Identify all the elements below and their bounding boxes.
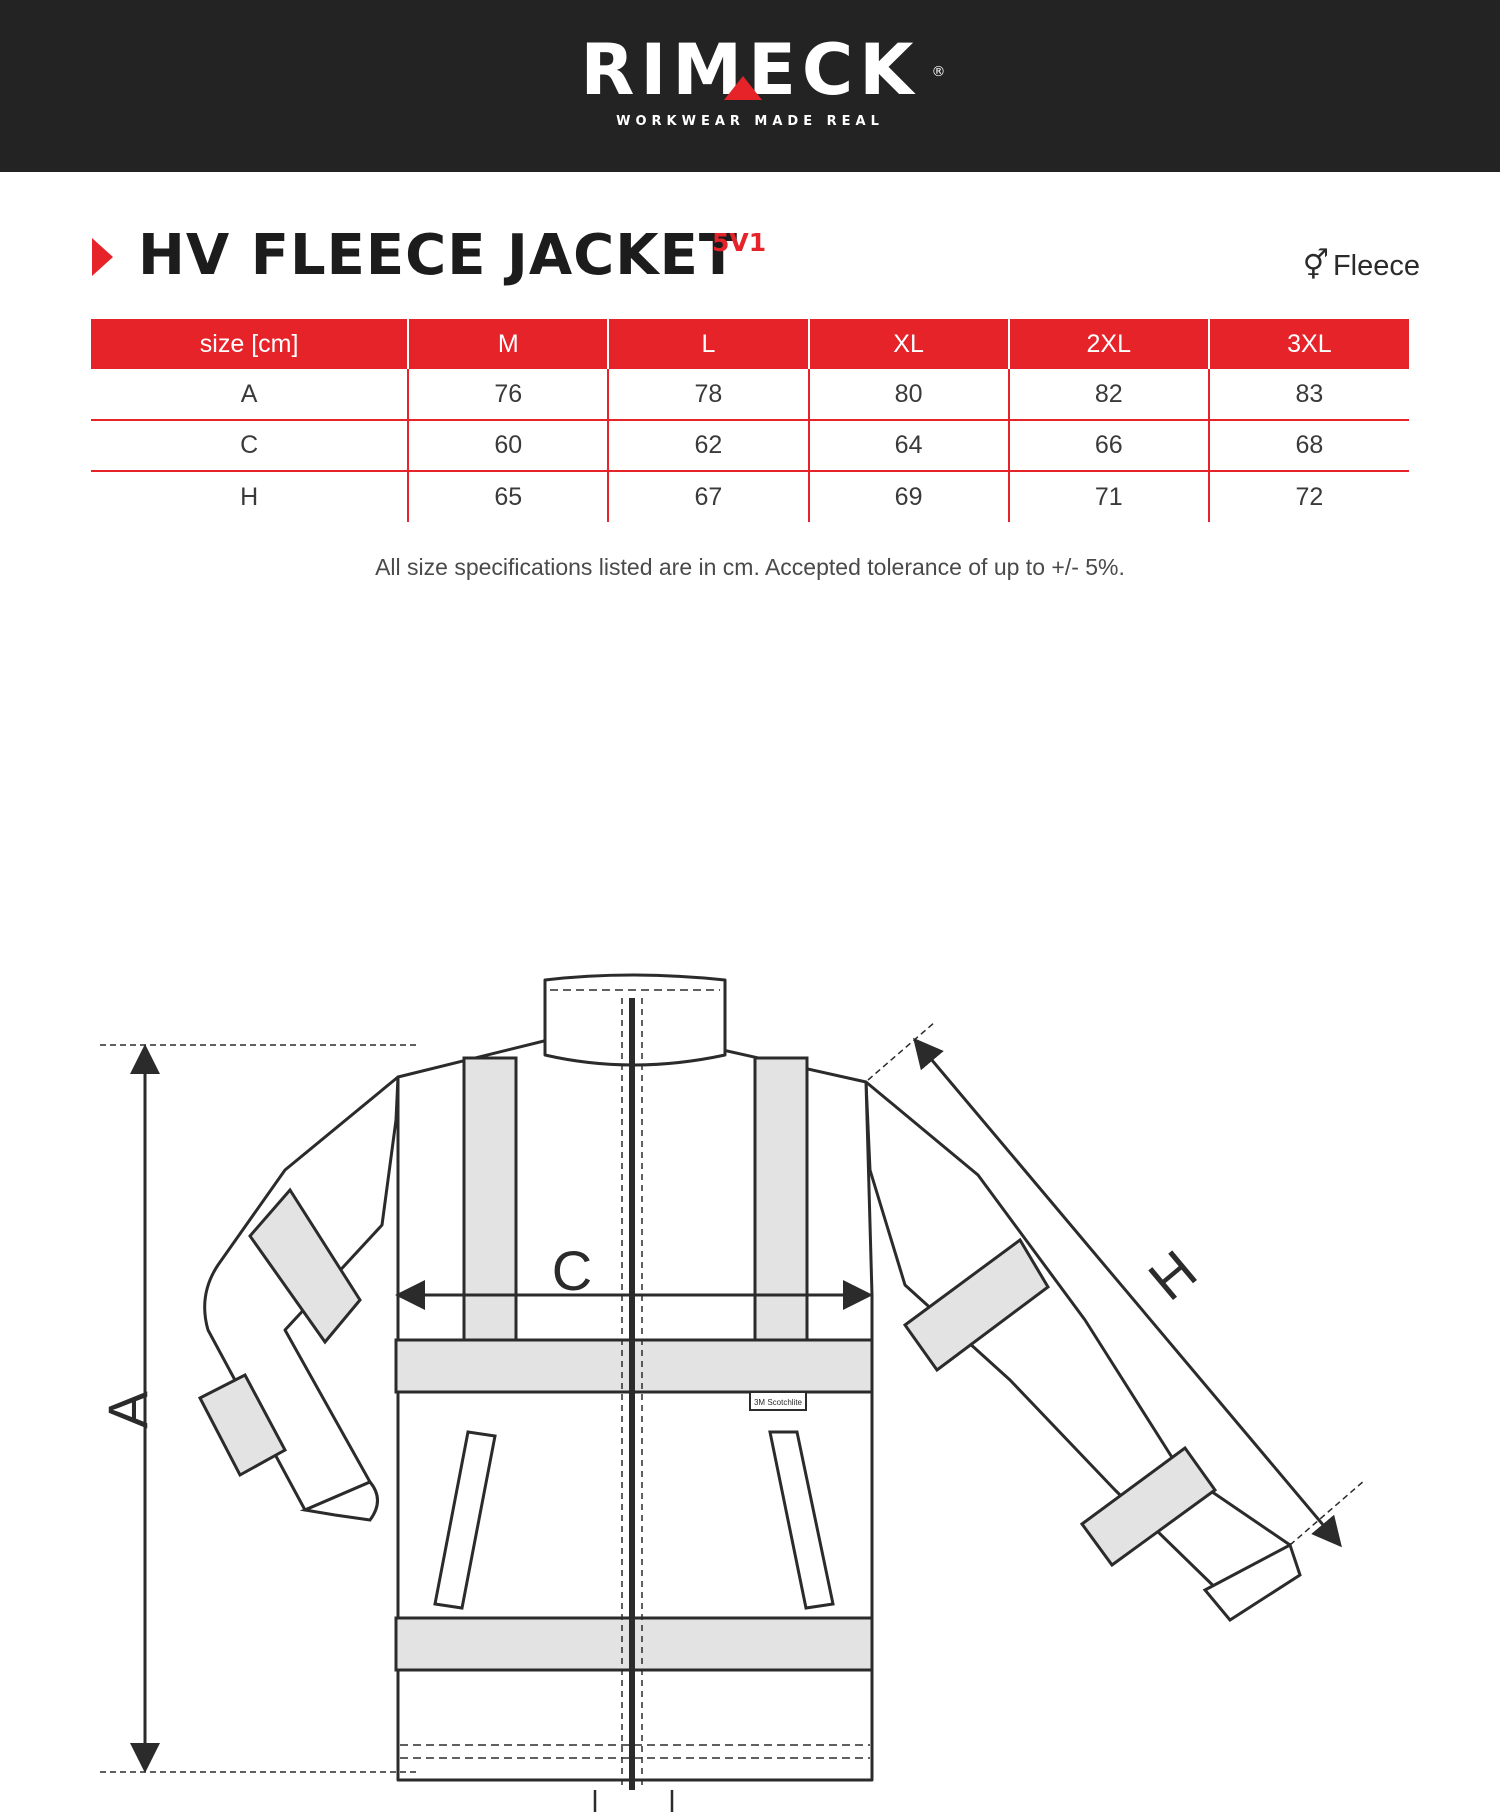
table-cell: 80	[807, 369, 1009, 421]
brand-tagline: WORKWEAR MADE REAL	[616, 114, 884, 129]
table-cell: 65	[407, 471, 609, 522]
jacket-diagram: 3M Scotchlite A C H	[96, 973, 1366, 1812]
left-sleeve-tape-lower	[197, 1372, 288, 1478]
table-cell: 64	[807, 420, 1009, 472]
patch-text: 3M Scotchlite	[754, 1398, 803, 1407]
unisex-icon: ⚥	[1302, 250, 1329, 282]
brand-header: RIMECK ® WORKWEAR MADE REAL	[0, 0, 1500, 172]
tolerance-note: All size specifications listed are in cm…	[375, 554, 1125, 580]
dimension-h-label: H	[1137, 1238, 1208, 1312]
table-row: C 60 62 64 66 68	[91, 420, 1409, 472]
table-cell: 72	[1207, 471, 1409, 522]
size-table-header-row: size [cm] M L XL 2XL 3XL	[91, 319, 1409, 369]
brand-logo: RIMECK ®	[0, 32, 1500, 108]
table-row: A 76 78 80 82 83	[91, 369, 1409, 421]
table-row: H 65 67 69 71 72	[91, 471, 1409, 522]
table-cell: 83	[1207, 369, 1409, 421]
header-cell: 2XL	[1007, 319, 1209, 369]
table-cell: 69	[807, 471, 1009, 522]
table-cell: 82	[1007, 369, 1209, 421]
dimension-c-label: C	[552, 1239, 592, 1302]
table-cell: 60	[407, 420, 609, 472]
dimension-a	[100, 1044, 420, 1773]
table-cell: 67	[607, 471, 809, 522]
header-cell: L	[607, 319, 809, 369]
table-cell: 68	[1207, 420, 1409, 472]
header-cell: XL	[807, 319, 1009, 369]
logo-triangle-icon	[724, 76, 763, 100]
scotchlite-patch: 3M Scotchlite	[749, 1391, 807, 1411]
table-cell: 76	[407, 369, 609, 421]
right-vertical-tape	[753, 1056, 809, 1342]
header-cell: M	[407, 319, 609, 369]
left-pocket	[433, 1430, 497, 1610]
right-cuff	[1202, 1542, 1302, 1622]
left-vertical-tape	[462, 1056, 518, 1342]
dimension-h	[867, 1021, 1366, 1548]
table-cell: H	[240, 482, 259, 511]
table-cell: 78	[607, 369, 809, 421]
registered-mark: ®	[931, 64, 946, 80]
product-title: HV FLEECE JACKET	[138, 223, 739, 288]
fabric-label: ⚥Fleece	[1303, 248, 1420, 283]
header-cell: size [cm]	[91, 319, 409, 369]
table-cell: 66	[1007, 420, 1209, 472]
title-arrow-icon	[92, 238, 113, 276]
right-pocket	[768, 1430, 835, 1610]
fabric-text: Fleece	[1332, 250, 1420, 282]
product-code: 5V1	[712, 228, 767, 257]
header-cell: 3XL	[1207, 319, 1409, 369]
left-cuff	[299, 1480, 379, 1522]
table-cell: 62	[607, 420, 809, 472]
logo-wordmark: RIMECK ®	[580, 29, 946, 111]
size-table: size [cm] M L XL 2XL 3XL A 76 78 80 82 8…	[91, 319, 1409, 522]
dimension-a-label: A	[96, 1391, 159, 1429]
left-sleeve-tape-upper	[248, 1187, 362, 1345]
table-cell: 71	[1007, 471, 1209, 522]
table-cell: C	[91, 420, 409, 472]
table-cell: A	[91, 369, 409, 421]
